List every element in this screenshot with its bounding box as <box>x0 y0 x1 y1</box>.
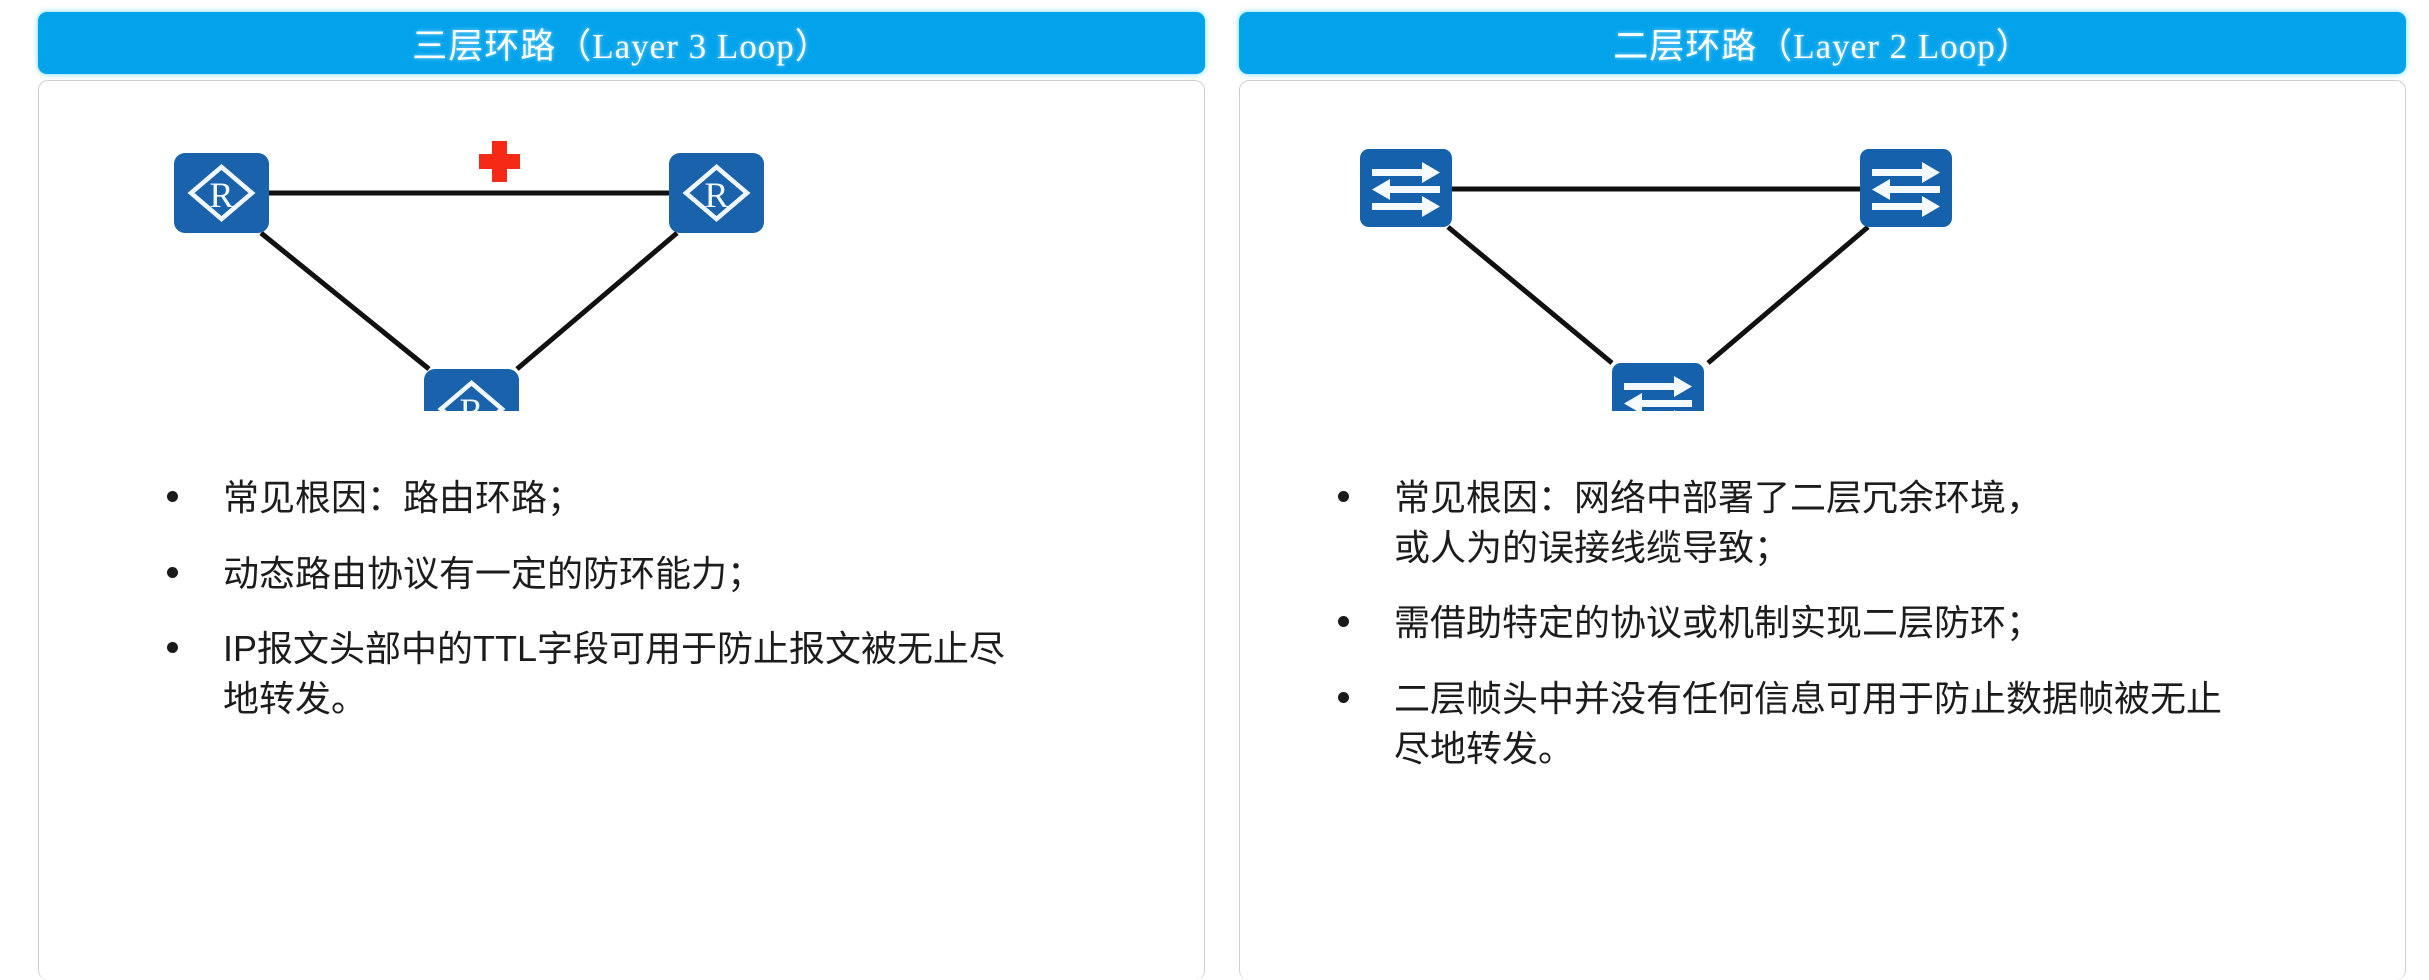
link-topright-bottom <box>515 231 679 371</box>
bullet-dot-icon <box>167 642 178 654</box>
panel-body-layer2: 常见根因：网络中部署了二层冗余环境， 或人为的误接线缆导致； 需借助特定的协议或… <box>1239 80 2406 980</box>
bullet-dot-icon <box>1338 491 1349 502</box>
panel-layer2-loop: 二层环路（Layer 2 Loop） <box>1239 12 2406 980</box>
bullet-dot-icon <box>167 566 178 578</box>
bullet-text: IP报文头部中的TTL字段可用于防止报文被无止尽地转发。 <box>223 628 1006 720</box>
bullet-text: 常见根因：网络中部署了二层冗余环境， 或人为的误接线缆导致； <box>1394 477 2043 568</box>
link-topleft-bottom <box>1446 225 1614 365</box>
switch-node-top-left <box>1360 149 1452 227</box>
list-item: 二层帧头中并没有任何信息可用于防止数据帧被无止尽地转发。 <box>1338 674 2405 773</box>
router-node-top-right <box>669 153 764 233</box>
diagram-layer2-topology <box>1240 81 2405 411</box>
bullet-list-layer2: 常见根因：网络中部署了二层冗余环境， 或人为的误接线缆导致； 需借助特定的协议或… <box>1338 473 2405 773</box>
red-cross-marker <box>479 141 520 182</box>
link-topright-bottom <box>1706 225 1870 365</box>
bullet-text: 需借助特定的协议或机制实现二层防环； <box>1394 602 2043 644</box>
switch-node-bottom <box>1612 363 1704 411</box>
list-item: 常见根因：路由环路； <box>167 473 1204 523</box>
panel-title-layer3: 三层环路（Layer 3 Loop） <box>412 26 831 66</box>
router-node-bottom <box>424 369 519 411</box>
panel-layer3-loop: 三层环路（Layer 3 Loop） R <box>38 12 1205 980</box>
panel-header-layer2: 二层环路（Layer 2 Loop） <box>1239 12 2406 74</box>
switch-node-top-right <box>1860 149 1952 227</box>
panel-body-layer3: R <box>38 80 1205 980</box>
router-node-top-left <box>174 153 269 233</box>
list-item: 常见根因：网络中部署了二层冗余环境， 或人为的误接线缆导致； <box>1338 473 2405 572</box>
list-item: 需借助特定的协议或机制实现二层防环； <box>1338 598 2405 648</box>
list-item: IP报文头部中的TTL字段可用于防止报文被无止尽地转发。 <box>167 624 1204 723</box>
bullet-text: 常见根因：路由环路； <box>223 477 584 518</box>
bullet-list-layer3: 常见根因：路由环路； 动态路由协议有一定的防环能力； IP报文头部中的TTL字段… <box>167 473 1204 724</box>
panel-header-layer3: 三层环路（Layer 3 Loop） <box>38 12 1205 74</box>
bullet-dot-icon <box>1338 616 1349 628</box>
bullet-dot-icon <box>1338 692 1349 704</box>
bullet-text: 二层帧头中并没有任何信息可用于防止数据帧被无止尽地转发。 <box>1394 678 2223 769</box>
bullet-text: 动态路由协议有一定的防环能力； <box>223 552 764 594</box>
link-topleft-bottom <box>259 231 431 371</box>
diagram-layer3-topology: R <box>39 81 1204 411</box>
panel-title-layer2: 二层环路（Layer 2 Loop） <box>1613 26 2032 66</box>
list-item: 动态路由协议有一定的防环能力； <box>167 549 1204 599</box>
bullet-dot-icon <box>167 491 178 502</box>
